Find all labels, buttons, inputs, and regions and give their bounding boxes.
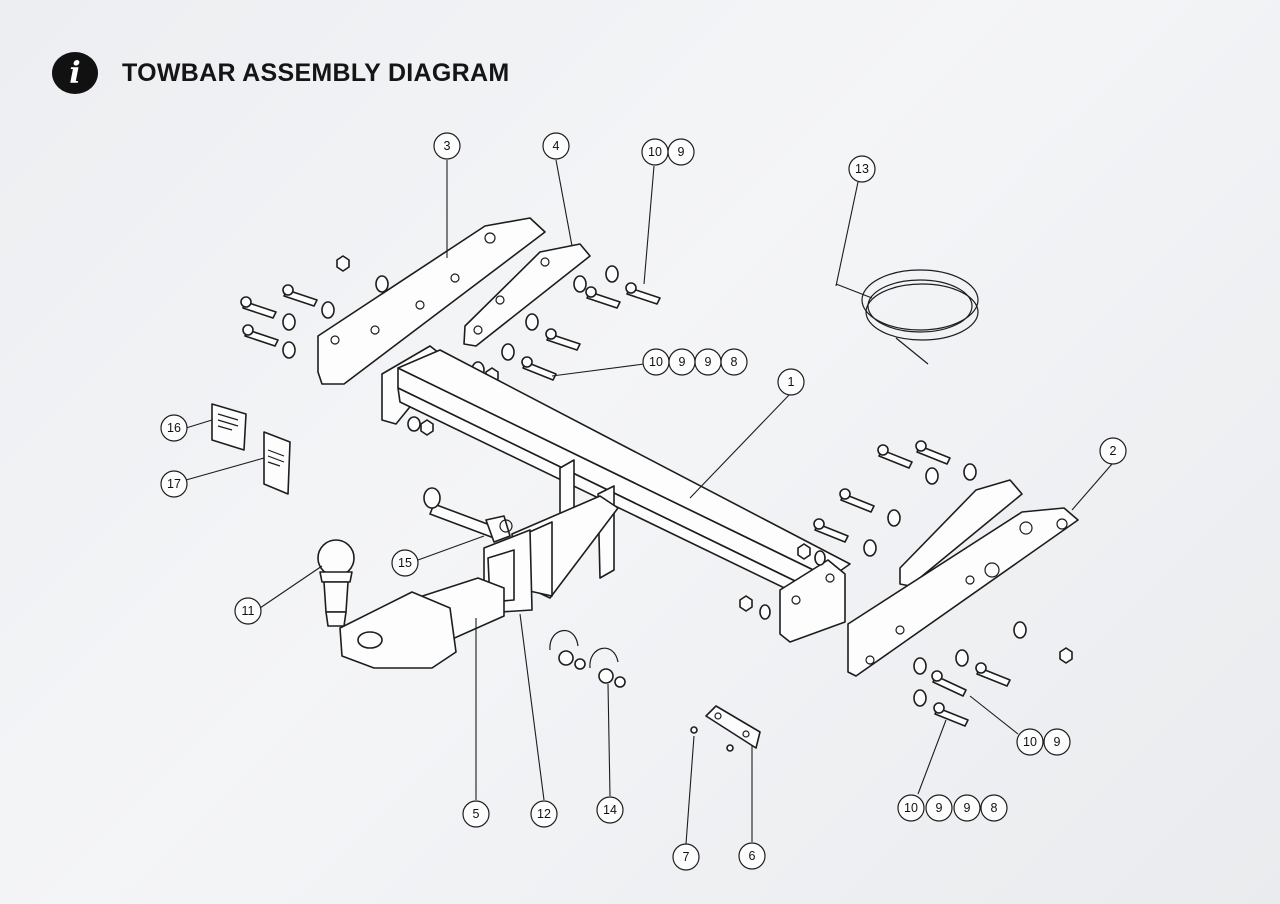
svg-text:17: 17	[167, 477, 181, 491]
callout-fastener-bottom: 10 9 9 8	[897, 794, 1008, 822]
svg-text:8: 8	[731, 355, 738, 369]
callout-3: 3	[433, 132, 461, 160]
svg-text:5: 5	[473, 807, 480, 821]
right-fasteners	[813, 440, 1073, 727]
hitch-pin	[423, 487, 513, 543]
left-inner-bracket	[463, 243, 591, 347]
svg-text:9: 9	[1054, 735, 1061, 749]
svg-text:9: 9	[678, 145, 685, 159]
header: i TOWBAR ASSEMBLY DIAGRAM	[52, 52, 509, 94]
callout-1: 1	[777, 368, 805, 396]
right-brackets	[847, 479, 1079, 677]
svg-text:9: 9	[964, 801, 971, 815]
tow-ball	[317, 539, 355, 627]
svg-text:7: 7	[683, 850, 690, 864]
svg-text:2: 2	[1110, 444, 1117, 458]
leader-lines	[185, 159, 1113, 845]
callout-14: 14	[596, 796, 624, 824]
svg-text:15: 15	[398, 556, 412, 570]
info-icon: i	[52, 52, 98, 94]
drawbar	[339, 577, 505, 669]
left-outer-bracket	[317, 217, 546, 385]
svg-text:13: 13	[855, 162, 869, 176]
svg-text:10: 10	[648, 145, 662, 159]
svg-text:4: 4	[553, 139, 560, 153]
info-glyph: i	[69, 55, 81, 91]
callout-5: 5	[462, 800, 490, 828]
callout-2: 2	[1099, 437, 1127, 465]
svg-text:10: 10	[904, 801, 918, 815]
callout-fastener-mid: 10 9 9 8	[642, 348, 748, 376]
svg-text:1: 1	[788, 375, 795, 389]
callout-15: 15	[391, 549, 419, 577]
callout-4: 4	[542, 132, 570, 160]
svg-text:6: 6	[749, 849, 756, 863]
cable-coil	[835, 269, 979, 365]
page-title: TOWBAR ASSEMBLY DIAGRAM	[122, 58, 510, 87]
svg-text:16: 16	[167, 421, 181, 435]
callout-fastener-top: 10 9	[641, 138, 695, 166]
svg-text:9: 9	[705, 355, 712, 369]
shackles	[549, 629, 626, 688]
left-fasteners	[240, 255, 661, 436]
callout-fastener-right: 10 9	[1016, 728, 1071, 756]
cover-plate	[690, 705, 761, 752]
callout-11: 11	[234, 597, 262, 625]
callout-6: 6	[738, 842, 766, 870]
callout-12: 12	[530, 800, 558, 828]
svg-text:14: 14	[603, 803, 617, 817]
svg-text:10: 10	[649, 355, 663, 369]
svg-text:9: 9	[936, 801, 943, 815]
svg-text:10: 10	[1023, 735, 1037, 749]
callout-7: 7	[672, 843, 700, 871]
svg-text:12: 12	[537, 807, 551, 821]
main-crossbar	[381, 345, 851, 643]
label-plates	[211, 403, 291, 495]
svg-text:3: 3	[444, 139, 451, 153]
svg-text:11: 11	[242, 604, 255, 618]
callout-16: 16	[160, 414, 188, 442]
svg-text:8: 8	[991, 801, 998, 815]
callout-13: 13	[848, 155, 876, 183]
svg-text:9: 9	[679, 355, 686, 369]
callout-17: 17	[160, 470, 188, 498]
